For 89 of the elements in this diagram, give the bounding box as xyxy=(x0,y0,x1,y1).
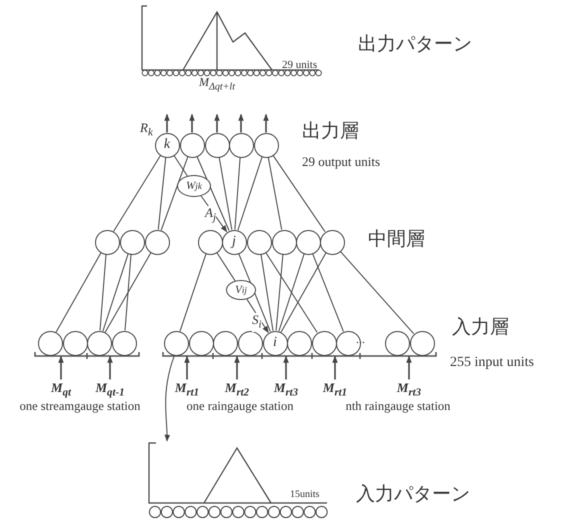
neuron-circle: j xyxy=(222,230,246,254)
connection-line xyxy=(104,252,152,333)
neuron-circle xyxy=(296,230,320,254)
connection-line xyxy=(260,254,274,332)
neuron-circle xyxy=(62,330,88,356)
edge-label: M$_{qt-1}$ xyxy=(96,380,124,399)
neuron-circle xyxy=(410,330,434,356)
caption-text: one raingauge station xyxy=(186,400,294,414)
neuron-circle: i xyxy=(262,330,288,356)
neuron-circle xyxy=(272,230,296,254)
arrow xyxy=(164,356,174,442)
neuron-circle xyxy=(228,132,254,158)
neuron-circle xyxy=(144,230,170,254)
neuron-circle xyxy=(180,132,204,158)
arrow xyxy=(58,356,64,380)
arrow xyxy=(184,356,190,380)
layer-heading: 出力層 xyxy=(302,121,359,142)
connection-line xyxy=(234,157,241,230)
arrow xyxy=(164,114,170,132)
neuron-circle xyxy=(164,330,188,356)
connection-line xyxy=(278,253,305,332)
arrow xyxy=(189,114,195,132)
caption-text: one streamgauge station xyxy=(20,400,140,414)
connection-line xyxy=(100,254,106,331)
connection-line xyxy=(216,252,236,282)
connection-line xyxy=(180,253,206,332)
connection-line xyxy=(218,156,232,230)
caption-text: 15units xyxy=(290,489,320,500)
caption-text: 29 units xyxy=(282,59,318,72)
neuron-circle xyxy=(120,230,144,254)
connection-line xyxy=(340,250,414,334)
connection-line xyxy=(173,154,188,176)
neuron-circle xyxy=(238,330,262,356)
edge-label: M$_{rt3}$ xyxy=(274,380,298,399)
neuron-circle xyxy=(312,330,336,356)
connection-line xyxy=(272,154,326,232)
layer-heading: 入力層 xyxy=(452,317,509,338)
layer-heading: 出力パターン xyxy=(358,34,472,55)
edge-label: M$_{rt2}$ xyxy=(224,380,250,399)
connection-line xyxy=(160,156,188,231)
caption-text: ... xyxy=(356,333,365,346)
connection-line xyxy=(158,156,166,230)
neuron-circle xyxy=(198,230,222,254)
neuron-circle: k xyxy=(154,132,180,158)
neuron-circle xyxy=(204,132,230,158)
neuron-circle xyxy=(254,132,278,158)
connection-line xyxy=(196,156,230,231)
caption-text: 255 input units xyxy=(450,355,534,370)
neuron-circle xyxy=(320,230,344,254)
layer-heading: 入力パターン xyxy=(356,484,470,505)
neuron-circle xyxy=(384,330,410,356)
neuron-circle xyxy=(112,330,136,356)
connection-line xyxy=(312,253,344,332)
arrow xyxy=(107,356,113,380)
caption-text: nth raingauge station xyxy=(346,400,450,414)
neuron-circle xyxy=(38,330,62,356)
arrow xyxy=(200,196,228,232)
neuron-circle xyxy=(246,230,272,254)
unit-label: A$_{j}$ xyxy=(205,206,216,224)
neuron-circle xyxy=(188,330,214,356)
connection-line xyxy=(276,254,284,331)
arrow xyxy=(263,114,269,132)
unit-label: S$_{i}$ xyxy=(252,313,262,332)
neuron-circle xyxy=(212,330,238,356)
connection-line xyxy=(102,253,129,332)
arrow xyxy=(283,356,289,380)
caption-text: 29 output units xyxy=(302,155,380,170)
connection-line xyxy=(113,155,161,232)
neuron-circle xyxy=(86,330,112,356)
layer-heading: 中間層 xyxy=(368,229,425,250)
variable-label: M$_{Δqt+lt}$ xyxy=(199,76,235,92)
arrow xyxy=(406,356,412,380)
connection-line xyxy=(124,254,132,331)
connection-line xyxy=(56,252,102,333)
neuron-circle xyxy=(94,230,120,254)
connection-line xyxy=(280,252,326,333)
connection-line xyxy=(268,156,282,230)
arrow xyxy=(332,356,338,380)
edge-label: M$_{rt1}$ xyxy=(322,380,348,399)
connection-line xyxy=(265,252,318,333)
edge-label: M$_{rt1}$ xyxy=(174,380,200,399)
arrow xyxy=(214,114,220,132)
arrow xyxy=(234,356,240,380)
neuron-circle xyxy=(336,330,360,356)
arrow xyxy=(238,114,244,132)
neuron-circle xyxy=(286,330,312,356)
edge-label: M$_{rt3}$ xyxy=(396,380,422,399)
edge-label: M$_{qt}$ xyxy=(51,380,71,399)
connection-line xyxy=(237,156,263,231)
